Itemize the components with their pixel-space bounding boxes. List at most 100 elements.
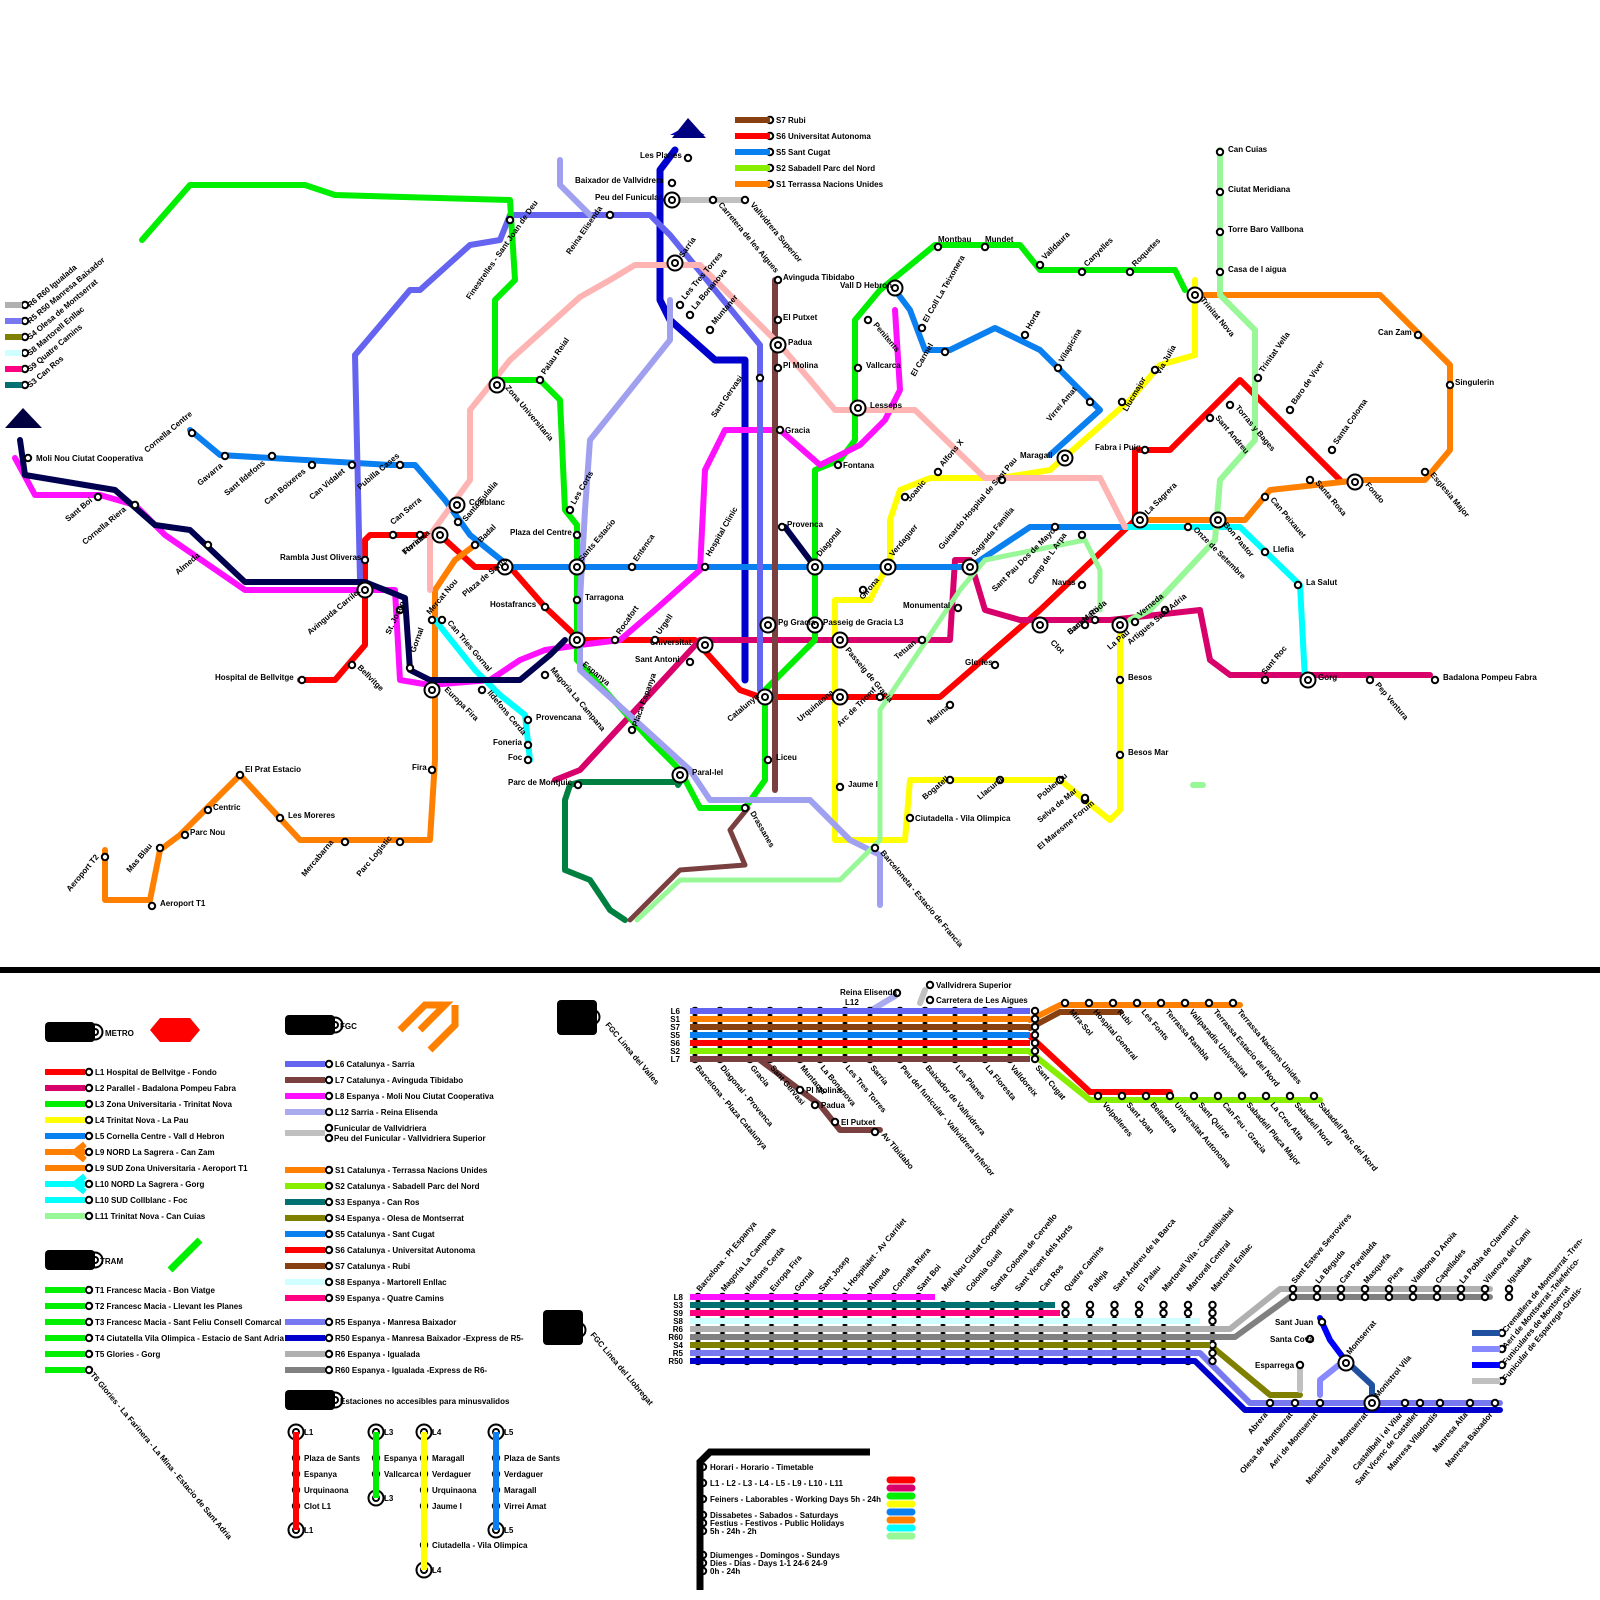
station-el-prat[interactable] xyxy=(237,772,243,778)
station-hostafrancs[interactable] xyxy=(542,604,548,610)
valles-stop-13-1[interactable] xyxy=(1032,1016,1038,1022)
station-jaume-i[interactable] xyxy=(837,784,843,790)
llob-ig-dot2-1[interactable] xyxy=(1314,1294,1320,1300)
station-trinitat-vella[interactable] xyxy=(1255,375,1261,381)
legend-s-4-dot[interactable] xyxy=(326,1231,332,1237)
station-canyelles[interactable] xyxy=(1079,269,1085,275)
station-sant-antoni[interactable] xyxy=(687,659,693,665)
llob-stop-20-2[interactable] xyxy=(1185,1310,1191,1316)
valles-s2-dot-0[interactable] xyxy=(1095,1093,1101,1099)
station-fira[interactable] xyxy=(429,767,435,773)
valles-l7-dot-3[interactable] xyxy=(872,1129,878,1135)
station-muntaner[interactable] xyxy=(707,327,713,333)
llob-mr-dot-0[interactable] xyxy=(1267,1400,1273,1406)
llob-stop-21-2[interactable] xyxy=(1209,1310,1215,1316)
legend-s-2-dot[interactable] xyxy=(326,1199,332,1205)
station-pep-ventura[interactable] xyxy=(1367,677,1373,683)
station-sant-boi[interactable] xyxy=(95,494,101,500)
station-penitents[interactable] xyxy=(865,317,871,323)
station-urgell[interactable] xyxy=(652,637,658,643)
llob-ig-dot-1[interactable] xyxy=(1314,1286,1320,1292)
station-parc-logistic[interactable] xyxy=(397,839,403,845)
legend-s-8-dot[interactable] xyxy=(326,1295,332,1301)
llob-mr-dot-1[interactable] xyxy=(1292,1400,1298,1406)
legend-tram-4-dot[interactable] xyxy=(86,1351,92,1357)
station-drassanes[interactable] xyxy=(742,805,748,811)
station-santa-eulalia[interactable] xyxy=(455,519,461,525)
station-vilapicina[interactable] xyxy=(1055,365,1061,371)
llob-stop-21-6[interactable] xyxy=(1209,1342,1215,1348)
station-virrei-amat[interactable] xyxy=(1087,399,1093,405)
station-rocafort[interactable] xyxy=(612,637,618,643)
station-casa-aigua[interactable] xyxy=(1217,269,1223,275)
valles-ca-dot[interactable] xyxy=(927,997,933,1003)
legend-metro-0-dot[interactable] xyxy=(86,1069,92,1075)
llob-mr-dot-7[interactable] xyxy=(1467,1400,1473,1406)
station-el-carmel[interactable] xyxy=(942,349,948,355)
valles-l7-dot-2[interactable] xyxy=(832,1119,838,1125)
llob-ig-dot-8[interactable] xyxy=(1482,1286,1488,1292)
station-barceloneta[interactable] xyxy=(872,845,878,851)
llob-mt-dot-0[interactable] xyxy=(1297,1362,1303,1368)
valles-s1-dot-5[interactable] xyxy=(1182,1000,1188,1006)
llob-ig-dot2-6[interactable] xyxy=(1434,1294,1440,1300)
llob-ig-dot-7[interactable] xyxy=(1458,1286,1464,1292)
llob-ig-dot-6[interactable] xyxy=(1434,1286,1440,1292)
llob-ig-dot-9[interactable] xyxy=(1506,1286,1512,1292)
valles-s2-dot-4[interactable] xyxy=(1191,1093,1197,1099)
valles-s1-dot-3[interactable] xyxy=(1134,1000,1140,1006)
station-el-putxet[interactable] xyxy=(775,317,781,323)
legend-l10-0-dot[interactable] xyxy=(86,1181,92,1187)
valles-s1-dot-4[interactable] xyxy=(1158,1000,1164,1006)
station-foc[interactable] xyxy=(525,757,531,763)
station-les-tres-torres[interactable] xyxy=(677,302,683,308)
station-vallvidrera-sup[interactable] xyxy=(742,197,748,203)
llob-ig-dot-2[interactable] xyxy=(1338,1286,1344,1292)
legend-r-2-dot[interactable] xyxy=(326,1351,332,1357)
llob-ig-dot2-2[interactable] xyxy=(1338,1294,1344,1300)
station-santa-coloma[interactable] xyxy=(1329,447,1335,453)
legend-metro-4-dot[interactable] xyxy=(86,1133,92,1139)
station-valldaura[interactable] xyxy=(1037,262,1043,268)
station-camp-arpa[interactable] xyxy=(1079,532,1085,538)
valles-s2-dot-6[interactable] xyxy=(1239,1093,1245,1099)
station-can-peixauet[interactable] xyxy=(1262,494,1268,500)
valles-stop-13-5[interactable] xyxy=(1032,1048,1038,1054)
station-onze-setembre[interactable] xyxy=(1185,524,1191,530)
station-provenca[interactable] xyxy=(779,524,785,530)
legend-metro-3-dot[interactable] xyxy=(86,1117,92,1123)
valles-s1-dot-6[interactable] xyxy=(1206,1000,1212,1006)
station-can-zam[interactable] xyxy=(1415,332,1421,338)
station-mundet[interactable] xyxy=(982,244,988,250)
legend-fgc-2-dot[interactable] xyxy=(326,1093,332,1099)
station-ildefons-cerda[interactable] xyxy=(479,687,485,693)
valles-vs-dot[interactable] xyxy=(927,982,933,988)
llob-stop-17-1[interactable] xyxy=(1111,1302,1117,1308)
station-les-corts[interactable] xyxy=(567,507,573,513)
legend-tram-1-dot[interactable] xyxy=(86,1303,92,1309)
legend-fgc-1-dot[interactable] xyxy=(326,1077,332,1083)
station-baro-viver[interactable] xyxy=(1287,407,1293,413)
valles-s1-dot-1[interactable] xyxy=(1086,1000,1092,1006)
station-parc-nou[interactable] xyxy=(182,832,188,838)
station-plaza-centre[interactable] xyxy=(574,532,580,538)
llob-ig-dot2-3[interactable] xyxy=(1362,1294,1368,1300)
valles-s2-dot-2[interactable] xyxy=(1143,1093,1149,1099)
legend-s-5-dot[interactable] xyxy=(326,1247,332,1253)
station-palau-reial[interactable] xyxy=(537,377,543,383)
valles-stop-13-4[interactable] xyxy=(1032,1040,1038,1046)
legend-tram-3-dot[interactable] xyxy=(86,1335,92,1341)
llob-ig-dot-3[interactable] xyxy=(1362,1286,1368,1292)
station-esglesia-major[interactable] xyxy=(1422,469,1428,475)
station-can-boixeres[interactable] xyxy=(309,462,315,468)
station-can-vidalet[interactable] xyxy=(349,462,355,468)
valles-s2-dot-8[interactable] xyxy=(1287,1093,1293,1099)
station-monumental[interactable] xyxy=(955,605,961,611)
station-fabra-puig[interactable] xyxy=(1142,447,1148,453)
llob-ig-dot2-5[interactable] xyxy=(1410,1294,1416,1300)
station-sant-gervasi[interactable] xyxy=(757,375,763,381)
station-hospital-clinic[interactable] xyxy=(702,564,708,570)
valles-s2-dot-9[interactable] xyxy=(1311,1093,1317,1099)
valles-s2-dot-7[interactable] xyxy=(1263,1093,1269,1099)
llob-stop-18-2[interactable] xyxy=(1136,1310,1142,1316)
